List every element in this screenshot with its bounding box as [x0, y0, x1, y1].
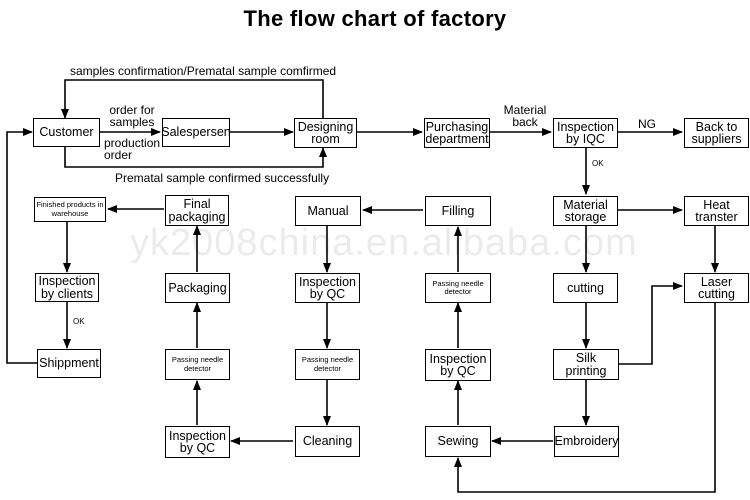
node-silk-printing: Silk printing	[553, 349, 619, 380]
label-order-for-samples: order for samples	[109, 103, 155, 129]
node-final-packaging: Final packaging	[165, 195, 229, 226]
node-inspection-qc-2: Inspection by QC	[425, 349, 491, 381]
node-heat-transfer: Heat transter	[684, 196, 749, 226]
node-cleaning: Cleaning	[295, 426, 360, 457]
node-inspection-iqc: Inspection by IQC	[553, 118, 618, 148]
label-material-back: Material back	[503, 103, 547, 129]
node-cutting: cutting	[553, 273, 618, 303]
arrow-prematal-confirmed	[64, 146, 327, 168]
node-embroidery: Embroidery	[554, 426, 619, 457]
arrow-laser-to-sewing	[454, 303, 716, 493]
arrow-silk-to-laser	[619, 282, 683, 365]
node-purchasing-department: Purchasing department	[424, 118, 490, 148]
node-passing-needle-detector-3: Passing needle detector	[295, 349, 360, 380]
node-filling: Filling	[425, 196, 491, 226]
node-inspection-qc-1: Inspection by QC	[295, 273, 360, 303]
node-passing-needle-detector-1: Passing needle detector	[425, 273, 491, 303]
arrow-samples-confirmation	[61, 79, 324, 119]
node-inspection-by-clients: Inspection by clients	[35, 273, 99, 302]
watermark-text: yk2008china.en.alibaba.com	[130, 222, 638, 264]
node-inspection-qc-3: Inspection by QC	[165, 426, 230, 458]
node-back-to-suppliers: Back to suppliers	[684, 118, 749, 148]
label-production-order: production order	[104, 136, 161, 162]
label-samples-confirmation: samples confirmation/Prematal sample com…	[70, 64, 337, 78]
node-manual: Manual	[295, 196, 361, 226]
node-laser-cutting: Laser cutting	[684, 273, 749, 303]
label-prematal-confirmed: Prematal sample confirmed successfully	[115, 171, 330, 185]
node-finished-products-warehouse: Finished products in warehouse	[34, 197, 106, 222]
node-designing-room: Designing room	[294, 118, 357, 148]
node-sewing: Sewing	[425, 426, 491, 457]
label-ng: NG	[638, 117, 656, 131]
node-salesperson: Salespersen	[161, 118, 231, 147]
node-material-storage: Material storage	[553, 196, 618, 226]
node-packaging: Packaging	[165, 273, 230, 303]
label-ok-iqc: OK	[592, 159, 604, 168]
node-passing-needle-detector-2: Passing needle detector	[165, 349, 230, 380]
node-customer: Customer	[33, 118, 100, 147]
arrow-shippment-to-customer	[6, 128, 37, 364]
node-shippment: Shippment	[37, 349, 101, 378]
label-ok-clients: OK	[73, 317, 85, 326]
page-title: The flow chart of factory	[243, 6, 507, 31]
